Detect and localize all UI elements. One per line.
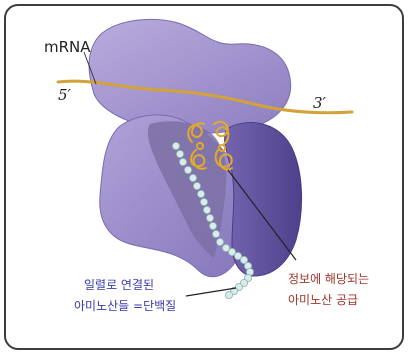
protein-chain-label-line1: 일렬로 연결된 <box>84 276 154 293</box>
amino-acid-bead <box>193 182 200 189</box>
amino-acid-bead <box>212 230 219 237</box>
amino-acid-bead <box>206 214 213 221</box>
five-prime-label: 5′ <box>58 86 71 104</box>
amino-acid-supply-label-line1: 정보에 해당되는 <box>288 270 369 287</box>
amino-acid-bead <box>176 150 183 157</box>
protein-chain-label-line2: 아미노산들 =단백질 <box>74 297 176 314</box>
amino-acid-bead <box>200 198 207 205</box>
amino-acid-bead <box>172 142 179 149</box>
mrna-label: mRNA <box>44 38 91 56</box>
amino-acid-bead <box>225 291 232 298</box>
amino-acid-bead <box>189 174 196 181</box>
amino-acid-supply-label-line2: 아미노산 공급 <box>288 291 358 308</box>
amino-acid-bead <box>179 158 186 165</box>
amino-acid-bead <box>197 190 204 197</box>
amino-acid-bead <box>203 206 210 213</box>
amino-acid-bead <box>216 238 223 245</box>
large-subunit <box>89 19 291 133</box>
amino-acid-bead <box>184 166 191 173</box>
amino-acid-bead <box>209 222 216 229</box>
three-prime-label: 3′ <box>313 94 326 112</box>
